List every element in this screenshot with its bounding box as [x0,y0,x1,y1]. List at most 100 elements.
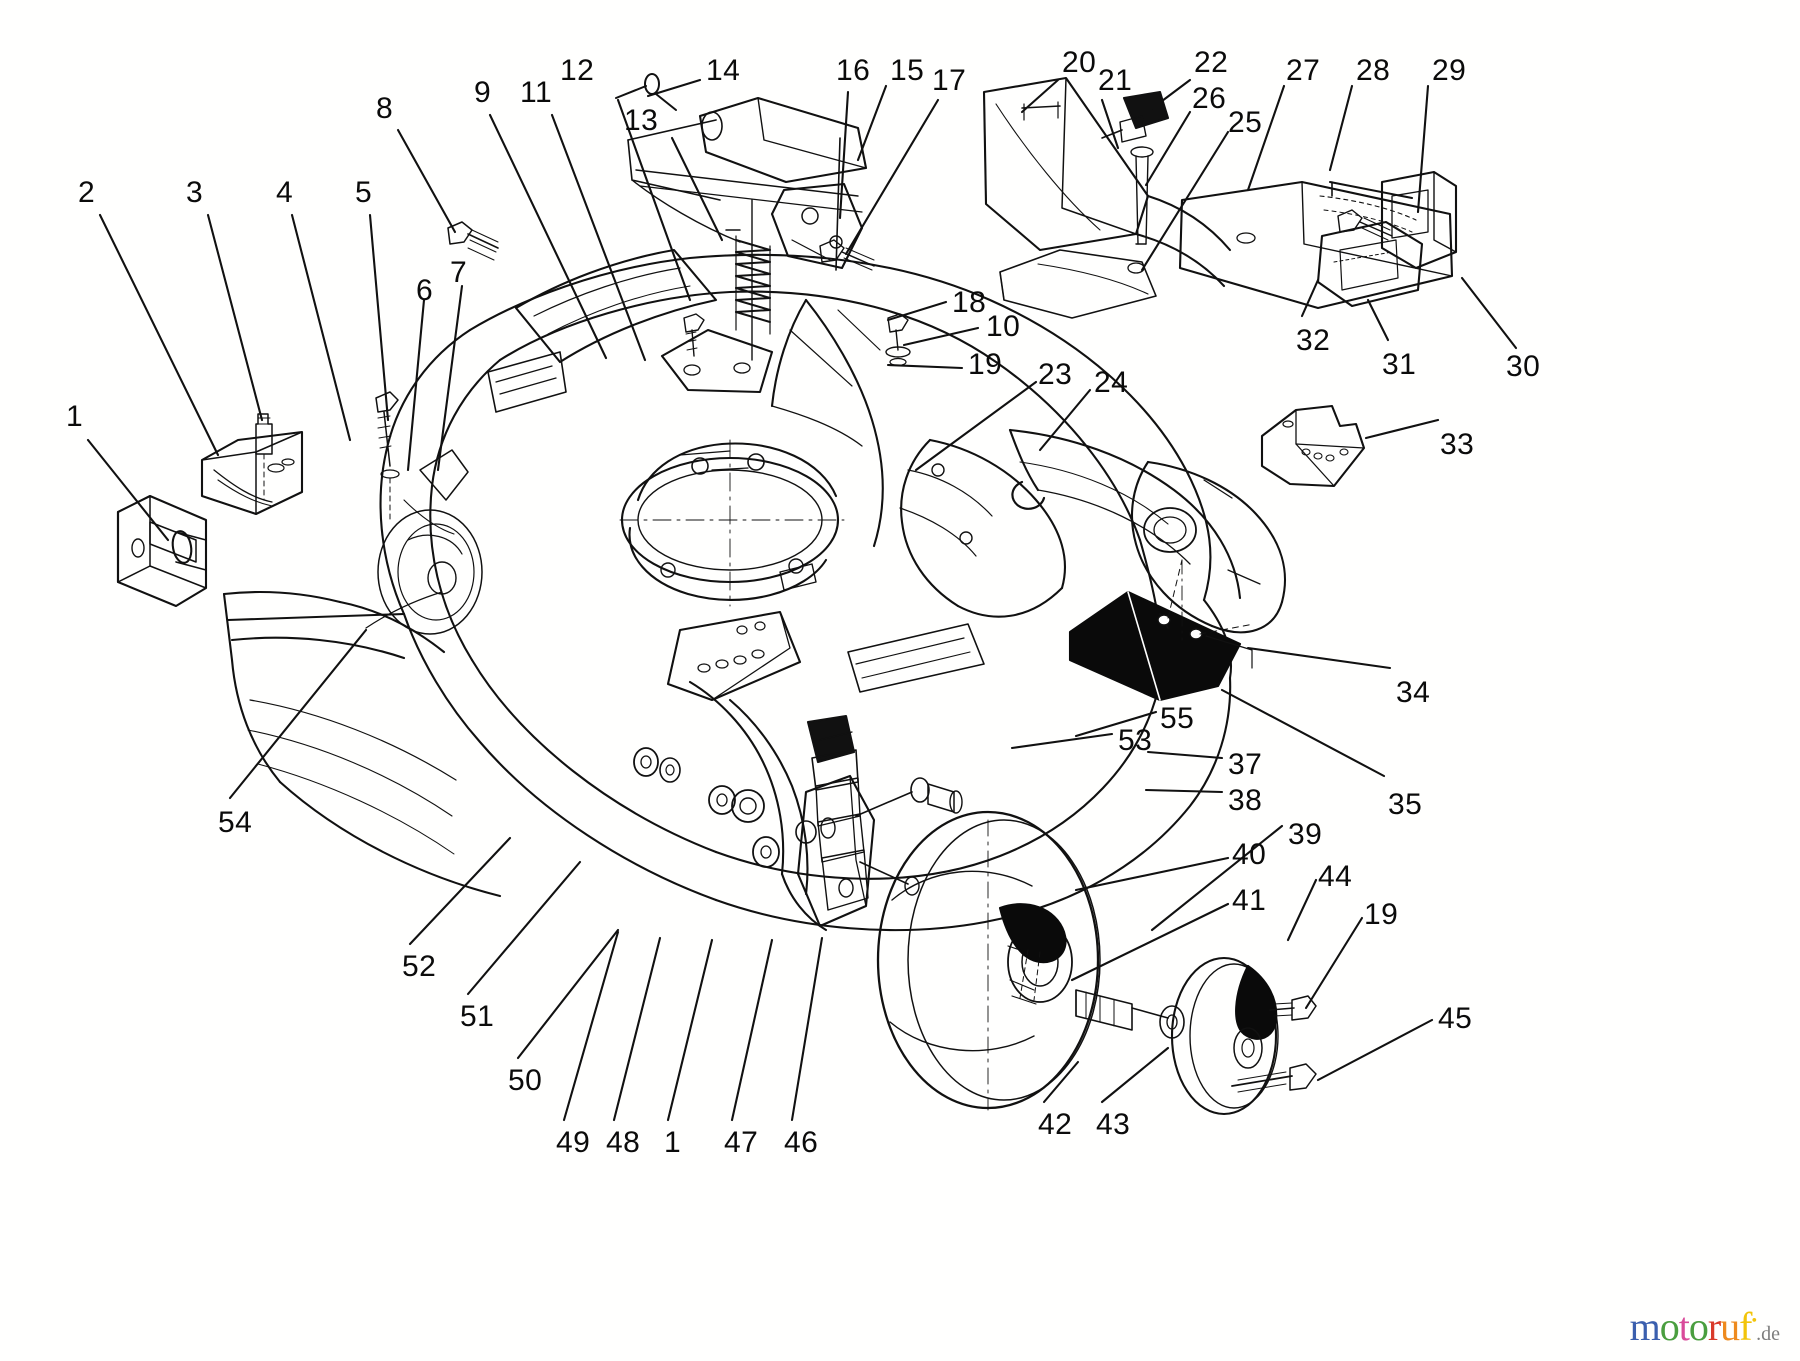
callout-number-19b[interactable]: 19 [1364,898,1399,931]
leader-line-11 [550,113,647,362]
callout-number-33[interactable]: 33 [1440,428,1475,461]
leader-line-26 [1144,110,1192,187]
leader-line-39 [1150,824,1284,932]
callout-number-25[interactable]: 25 [1228,106,1263,139]
leader-line-17 [844,98,940,256]
callout-number-37[interactable]: 37 [1228,748,1263,781]
leader-line-40 [1074,856,1230,892]
leader-line-19 [886,363,964,370]
callout-number-21[interactable]: 21 [1098,64,1133,97]
callout-number-4[interactable]: 4 [276,176,294,209]
leader-line-49 [562,930,620,1122]
leader-line-14 [646,78,702,98]
leader-line-18 [886,300,948,322]
leader-line-44 [1286,878,1318,942]
leader-line-30 [1460,276,1518,350]
callout-number-31[interactable]: 31 [1382,348,1417,381]
watermark-letter-2: t [1678,1304,1690,1349]
leader-line-43 [1100,1046,1170,1104]
callout-number-2[interactable]: 2 [78,176,96,209]
callout-number-6[interactable]: 6 [416,274,434,307]
leader-line-21 [1100,98,1120,150]
callout-number-16[interactable]: 16 [836,54,871,87]
callout-number-1a[interactable]: 1 [66,400,84,433]
callout-number-5[interactable]: 5 [355,176,373,209]
callout-number-14[interactable]: 14 [706,54,741,87]
callout-number-28[interactable]: 28 [1356,54,1391,87]
callout-number-45[interactable]: 45 [1438,1002,1473,1035]
callout-number-24[interactable]: 24 [1094,366,1129,399]
callout-number-49[interactable]: 49 [556,1126,591,1159]
callout-number-42[interactable]: 42 [1038,1108,1073,1141]
watermark-letter-4: r [1707,1304,1721,1349]
callout-number-51[interactable]: 51 [460,1000,495,1033]
watermark-dot-icon: • [1751,1312,1758,1330]
callout-number-53[interactable]: 53 [1118,724,1153,757]
callout-number-13[interactable]: 13 [624,104,659,137]
leader-line-10 [902,326,980,347]
leader-line-24 [1038,388,1092,452]
leader-line-29 [1416,84,1430,214]
leader-line-37 [1146,750,1224,760]
callout-number-11[interactable]: 11 [520,76,553,109]
leader-line-53 [1010,732,1114,750]
callout-number-39[interactable]: 39 [1288,818,1323,851]
leader-line-7 [436,284,464,472]
callout-number-30[interactable]: 30 [1506,350,1541,383]
callout-number-7[interactable]: 7 [450,256,468,289]
leader-line-27 [1246,84,1286,192]
callout-number-32[interactable]: 32 [1296,324,1331,357]
callout-number-26[interactable]: 26 [1192,82,1227,115]
leader-line-3 [206,213,264,422]
leader-line-41 [1070,902,1230,982]
callout-number-19a[interactable]: 19 [968,348,1003,381]
callout-number-48[interactable]: 48 [606,1126,641,1159]
callout-number-35[interactable]: 35 [1388,788,1423,821]
callout-number-29[interactable]: 29 [1432,54,1467,87]
leader-line-35 [1220,688,1386,778]
callout-number-20[interactable]: 20 [1062,46,1097,79]
callout-number-10[interactable]: 10 [986,310,1021,343]
leader-line-42 [1042,1060,1080,1104]
watermark-tld: .de [1756,1323,1780,1345]
callout-number-34[interactable]: 34 [1396,676,1431,709]
callout-number-40[interactable]: 40 [1232,838,1267,871]
leader-line-8 [396,128,457,234]
leader-line-52 [408,836,512,946]
callout-number-8[interactable]: 8 [376,92,394,125]
callout-number-3[interactable]: 3 [186,176,204,209]
callout-number-15[interactable]: 15 [890,54,925,87]
callout-number-46[interactable]: 46 [784,1126,819,1159]
watermark-letter-3: o [1688,1304,1709,1349]
callout-number-44[interactable]: 44 [1318,860,1353,893]
leader-line-55 [1074,710,1158,738]
callout-number-52[interactable]: 52 [402,950,437,983]
callout-number-27[interactable]: 27 [1286,54,1321,87]
watermark-letter-1: o [1659,1304,1680,1349]
callout-number-12[interactable]: 12 [560,54,595,87]
leader-line-32 [1300,278,1320,318]
leader-line-50 [516,928,620,1060]
leader-line-6 [406,298,426,472]
leader-line-51 [466,860,582,996]
callout-number-47[interactable]: 47 [724,1126,759,1159]
callout-number-43[interactable]: 43 [1096,1108,1131,1141]
callout-number-38[interactable]: 38 [1228,784,1263,817]
callout-number-23[interactable]: 23 [1038,358,1073,391]
callout-number-41[interactable]: 41 [1232,884,1267,917]
leader-line-9 [488,113,608,360]
callout-number-17[interactable]: 17 [932,64,967,97]
leader-line-15 [856,84,888,162]
leader-line-19 [1304,916,1364,1010]
callout-number-50[interactable]: 50 [508,1064,543,1097]
leader-line-5 [368,213,390,422]
callout-number-9[interactable]: 9 [474,76,492,109]
callout-number-22[interactable]: 22 [1194,46,1229,79]
callout-number-54[interactable]: 54 [218,806,253,839]
callout-number-18[interactable]: 18 [952,286,987,319]
callout-number-1b[interactable]: 1 [664,1126,682,1159]
callout-number-55[interactable]: 55 [1160,702,1195,735]
leader-line-47 [730,938,774,1122]
watermark-letter-0: m [1629,1304,1661,1349]
